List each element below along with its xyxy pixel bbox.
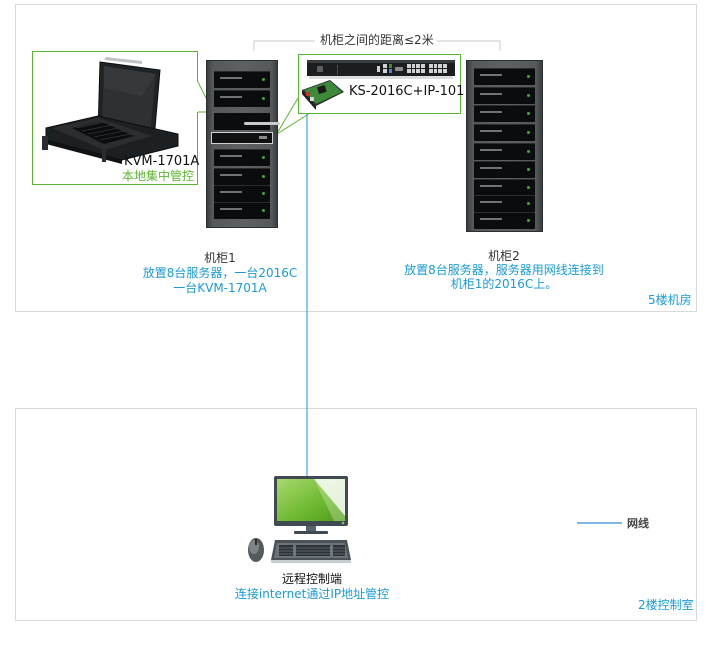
server-unit [214,168,270,185]
server-unit [474,105,535,122]
cabinet-2-title: 机柜2 [488,249,520,263]
server-unit [474,179,535,196]
kvm-caption: 本地集中管控 [122,169,195,183]
legend-label: 网线 [627,517,649,530]
server-unit [214,71,270,88]
cabinet-1-rack [206,60,280,228]
remote-desc: 连接internet通过IP地址管控 [234,587,390,601]
ip-module-board-icon [300,80,346,112]
switch-callout-line-bottom [276,112,311,135]
server-unit [214,90,270,107]
room-5f-server-room [15,4,697,312]
kvm-callout-box-right-bottom [197,112,198,185]
kvm-console-unit [214,113,280,130]
cabinet-2-desc-line1: 放置8台服务器，服务器用网线连接到 [404,263,604,277]
server-unit [474,124,535,141]
distance-bracket-left [253,40,315,51]
server-unit [474,87,535,104]
mouse-icon [246,537,266,563]
switch-model-label: KS-2016C+IP-101 [349,84,465,99]
monitor-icon [274,476,348,538]
server-unit [214,185,270,202]
kvm-switch-unit [211,132,273,144]
cabinet-2-rack [466,60,543,232]
cabinet-1-desc-line1: 放置8台服务器，一台2016C [142,266,298,280]
server-unit [474,68,535,85]
room-bottom-label: 2楼控制室 [638,598,694,612]
server-unit [474,195,535,212]
server-unit [474,143,535,160]
server-unit [214,149,270,166]
kvm-switch-icon [307,58,455,80]
kvm-callout-box-right-top [197,51,198,82]
distance-label: 机柜之间的距离≤2米 [320,33,434,47]
keyboard-icon [271,540,351,564]
server-unit [474,161,535,178]
remote-title: 远程控制端 [281,572,342,586]
server-unit [474,212,535,229]
room-top-label: 5楼机房 [648,293,692,307]
switch-callout-line-top [275,97,299,136]
server-unit [214,202,270,219]
cabinet-1-title: 机柜1 [204,251,236,265]
kvm-callout-box [32,51,198,185]
lcd-kvm-console-icon [42,56,182,166]
room-2f-control-room [15,408,697,621]
distance-bracket-right [437,40,501,51]
cabinet-1-desc-line2: 一台KVM-1701A [173,281,267,295]
cabinet-2-desc-line2: 机柜1的2016C上。 [450,277,558,291]
kvm-model-label: KVM-1701A [124,154,200,169]
